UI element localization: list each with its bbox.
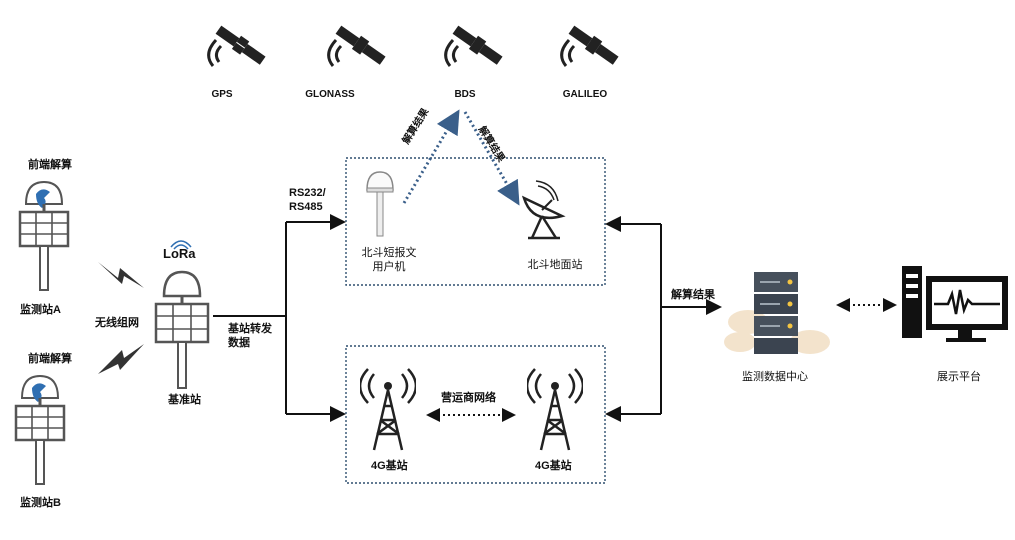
server-cloud-icon (722, 262, 832, 365)
satellite-dish-icon (518, 180, 578, 247)
wireless-label: 无线组网 (95, 317, 139, 329)
data-center-label: 监测数据中心 (742, 371, 808, 383)
user-terminal-label: 北斗短报文 用户机 (361, 247, 417, 273)
satellite-icon-gps (205, 18, 275, 79)
satellite-label-galileo: GALILEO (562, 89, 608, 100)
base-station-icon (150, 262, 214, 397)
display-platform-label: 展示平台 (937, 371, 981, 383)
cellular-box (345, 345, 606, 484)
cell-tower-icon (525, 366, 585, 461)
operator-network-label: 营运商网络 (441, 392, 496, 404)
ground-station-label: 北斗地面站 (527, 259, 583, 271)
satellite-icon-bds (442, 18, 512, 79)
station-b-bottom-label: 监测站B (20, 497, 61, 509)
beidou-box (345, 157, 606, 286)
monitoring-station-b-icon (10, 368, 70, 493)
lightning-icon (96, 254, 146, 299)
satellite-label-gps: GPS (211, 89, 233, 100)
station-a-top-label: 前端解算 (28, 159, 72, 171)
solve-result-center-label: 解算结果 (671, 289, 715, 301)
base-forward-label: 基站转发 数据 (228, 323, 272, 349)
lightning-icon (96, 340, 146, 385)
cell-tower-icon (358, 366, 418, 461)
satellite-label-bds: BDS (454, 89, 476, 100)
monitoring-station-a-icon (14, 174, 74, 299)
right-tower-label: 4G基站 (535, 460, 572, 472)
station-a-bottom-label: 监测站A (20, 304, 61, 316)
satellite-label-glonass: GLONASS (305, 89, 355, 100)
base-station-label: 基准站 (168, 394, 201, 406)
satellite-icon-galileo (558, 18, 628, 79)
monitor-icon (900, 264, 1012, 349)
lora-logo: LoRa (163, 246, 196, 261)
satellite-icon-glonass (325, 18, 395, 79)
gnss-antenna-icon (363, 168, 397, 245)
station-b-top-label: 前端解算 (28, 353, 72, 365)
lora-signal-icon (170, 238, 192, 256)
rs-port-label: RS232/ RS485 (289, 187, 326, 213)
left-tower-label: 4G基站 (371, 460, 408, 472)
